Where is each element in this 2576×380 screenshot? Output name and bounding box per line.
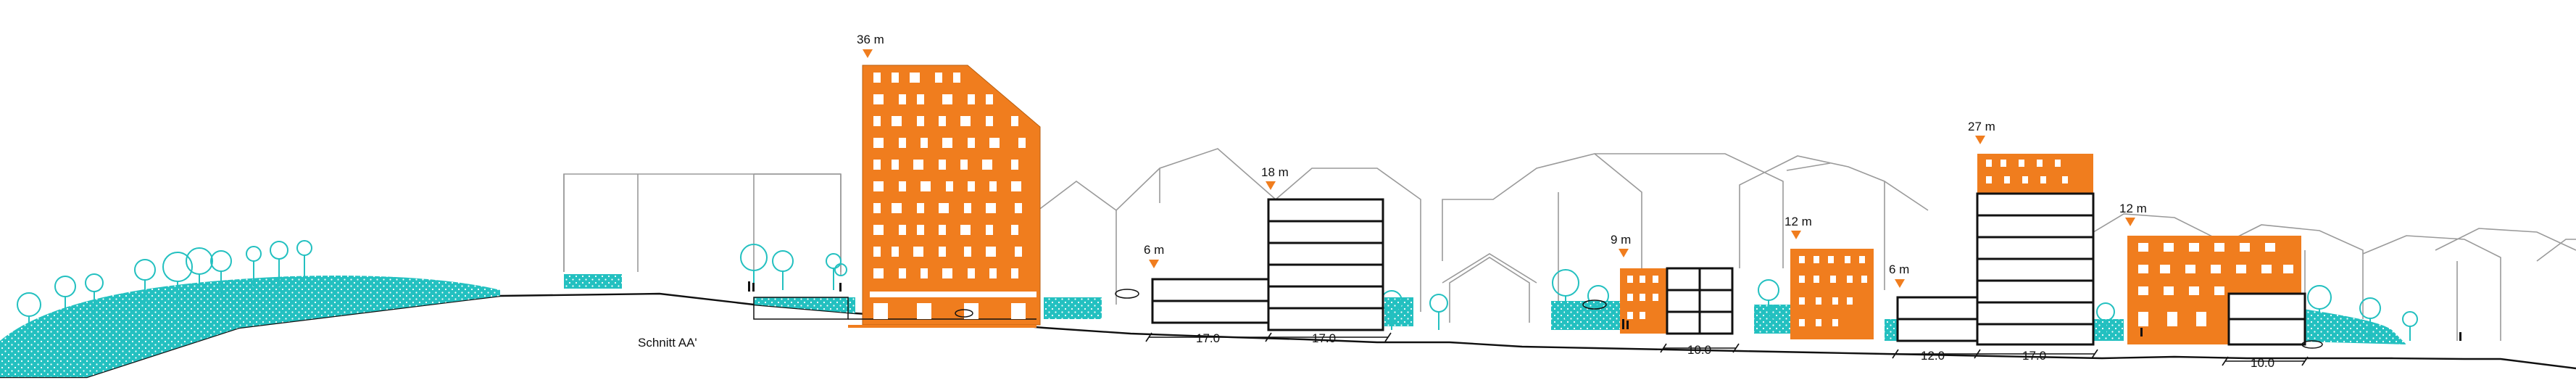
dimension-label-3: 10.0: [1687, 343, 1711, 357]
building-27m: [1976, 154, 2095, 346]
ground-line: [0, 292, 2576, 379]
low-wall: [753, 297, 849, 320]
trees: [17, 240, 2418, 341]
dimension-lines: [1145, 332, 2309, 366]
height-markers: [863, 49, 2135, 288]
height-label-27m: 27 m: [1968, 120, 1995, 133]
building-9m: [1620, 267, 1734, 335]
building-18m: [1267, 198, 1384, 331]
dimension-label-5: 17.0: [2022, 349, 2046, 363]
dimension-label-4: 12.0: [1921, 349, 1945, 363]
building-6m-right: [1896, 296, 1979, 342]
height-label-6m-left: 6 m: [1144, 243, 1164, 257]
figures: [748, 281, 2461, 349]
building-6m-left: [1151, 278, 1270, 324]
height-label-18m: 18 m: [1261, 165, 1289, 179]
background-buildings: [563, 148, 2576, 341]
dimension-label-2: 17.0: [1312, 331, 1336, 345]
greenery: [0, 274, 2406, 377]
height-label-9m: 9 m: [1611, 233, 1631, 247]
building-36m: [848, 65, 1041, 328]
height-label-12m-middle: 12 m: [1784, 215, 1812, 228]
building-12m-right: [2127, 236, 2306, 346]
section-title: Schnitt AA': [638, 336, 697, 350]
height-label-6m-right: 6 m: [1889, 263, 1909, 276]
height-label-12m-right: 12 m: [2119, 202, 2147, 215]
dimension-label-1: 17.0: [1196, 331, 1220, 345]
dimension-label-6: 10.0: [2251, 356, 2274, 370]
building-12m-middle: [1790, 249, 1874, 339]
height-label-36m: 36 m: [857, 33, 884, 46]
